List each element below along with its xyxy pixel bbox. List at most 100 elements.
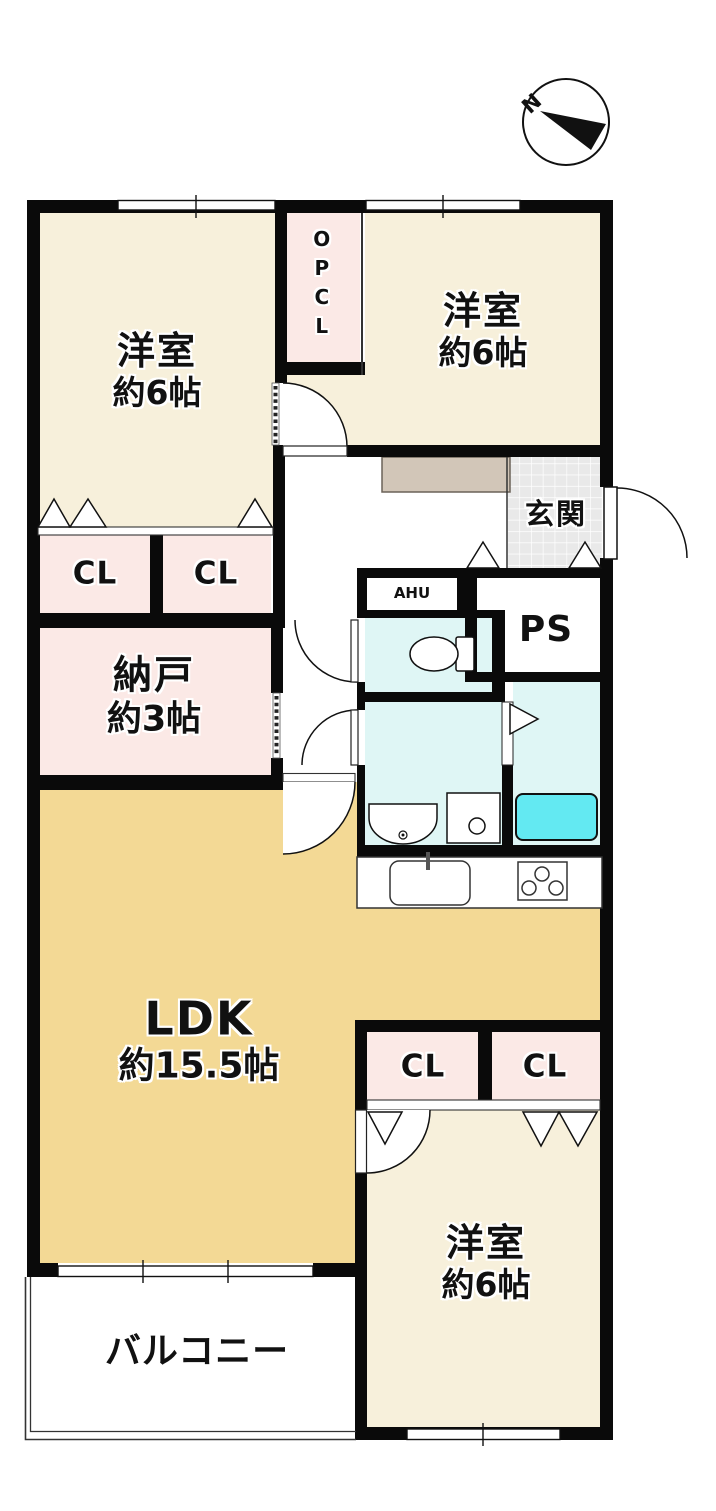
door-swing-area (283, 383, 347, 447)
storage-name: 納戸 (112, 653, 196, 699)
bedroom-se-name: 洋室 (445, 1221, 526, 1266)
fold-marker (366, 1111, 404, 1146)
wall-bedroom-se-west-upper (355, 1020, 367, 1110)
door-arrow-bath (509, 702, 540, 736)
label-ahu: AHU (393, 584, 431, 603)
door-leaf-toilet (350, 619, 359, 683)
wall-closet-nw-south (27, 613, 283, 628)
closet-track-nw (37, 526, 274, 536)
label-storage: 納戸 約3帖 (107, 653, 201, 740)
washbasin-drain-dot (401, 833, 405, 837)
room-bedroom-nw (40, 213, 275, 527)
fold-marker (465, 540, 501, 569)
bedroom-se-area: 約6帖 (441, 1264, 531, 1304)
wall-bedroom-ne-south (347, 445, 613, 457)
ldk-door-track (282, 772, 356, 783)
compass-needle-icon (540, 111, 606, 150)
door-arc-washroom (301, 709, 358, 766)
fold-marker (567, 540, 603, 569)
label-closet-nw-left: CL (72, 555, 118, 592)
wall-hall-east-b (357, 765, 365, 857)
wall-closet-nw-east (273, 445, 285, 628)
wall-ps-south (465, 672, 613, 682)
label-bedroom-nw: 洋室 約6帖 (113, 329, 202, 413)
closet-se-right (492, 1032, 600, 1100)
balcony-rail-outer (24, 1277, 356, 1441)
wall-ldk-south-left (27, 1263, 58, 1277)
door-arc-toilet (294, 619, 358, 683)
wall-right-lower (600, 558, 613, 1440)
door-swing-area (302, 710, 357, 765)
door-leaf-bedroom-ne (282, 445, 348, 457)
wall-right-upper (600, 213, 613, 487)
label-balcony: バルコニー (104, 1330, 290, 1372)
toilet-bowl-icon (409, 636, 459, 672)
fold-marker (557, 1111, 599, 1148)
label-entrance: 玄関 (524, 496, 588, 531)
room-bedroom-se (367, 1110, 600, 1427)
wall-storage-east-lower (271, 758, 283, 790)
bedroom-nw-name: 洋室 (116, 329, 197, 374)
label-closet-se-left: CL (400, 1048, 446, 1085)
label-bedroom-ne: 洋室 約6帖 (439, 289, 528, 373)
windows (57, 195, 561, 1446)
door-arc-ldk (282, 781, 356, 855)
door-arc-bedroom-se (366, 1109, 431, 1174)
wall-storage-south (27, 775, 283, 790)
stove-burner-icon (534, 866, 550, 882)
door-leaf-washroom (350, 709, 359, 766)
wall-sanitary-south (357, 845, 613, 857)
wall-hall-east-a (357, 682, 365, 710)
label-closet-nw-right: CL (193, 555, 239, 592)
label-pipe-space: PS (518, 608, 574, 650)
balcony-rail-inner (29, 1277, 356, 1433)
closet-se-left (367, 1032, 478, 1100)
window-ldk-south (57, 1265, 314, 1278)
ldk-area: 約15.5帖 (118, 1045, 280, 1087)
shoe-cabinet (381, 456, 511, 493)
label-closet-se-right: CL (522, 1048, 568, 1085)
bedroom-nw-area: 約6帖 (112, 372, 202, 412)
doors (271, 382, 688, 1174)
label-ldk: LDK 約15.5帖 (119, 992, 280, 1089)
wall-opcl-south (287, 362, 365, 375)
ldk-name: LDK (144, 991, 254, 1046)
fold-marker (36, 497, 72, 528)
stove-burner-icon (548, 880, 564, 896)
bedroom-ne-name: 洋室 (442, 289, 523, 334)
fold-marker (236, 497, 274, 528)
wall-closet-nw-divider (150, 535, 163, 613)
balcony-outline (24, 1277, 356, 1441)
fold-marker (521, 1111, 561, 1148)
wall-entrance-south (357, 568, 613, 578)
storage-area: 約3帖 (106, 699, 202, 740)
fixtures (356, 636, 603, 909)
wall-closet-se-divider (478, 1032, 492, 1100)
door-swing-area (295, 620, 357, 682)
wall-ldk-south-right (313, 1263, 367, 1277)
wall-top (27, 200, 613, 213)
walls (27, 200, 613, 1440)
door-leaf-front (603, 486, 618, 560)
wall-left (27, 200, 40, 1277)
closet-nw-left (40, 535, 150, 613)
label-opcl: OPCL (309, 227, 334, 343)
wall-bedroom-nw-east (275, 213, 287, 383)
door-leaf-bedroom-se (354, 1109, 368, 1174)
wall-toilet-east (492, 618, 505, 702)
room-bedroom-ne (287, 213, 600, 445)
room-storage (40, 628, 271, 775)
closet-tracks (37, 526, 601, 1111)
washbasin-icon (368, 803, 438, 845)
compass (522, 78, 610, 166)
ahu-box-interior (367, 578, 457, 610)
door-fold-markers (36, 497, 603, 1148)
closet-nw-right (163, 535, 271, 613)
wall-bedroom-se-west-lower (355, 1173, 367, 1440)
door-swing-area (283, 782, 355, 854)
fold-marker (68, 497, 108, 528)
wall-toilet-south (357, 692, 505, 702)
stove-burner-icon (521, 880, 537, 896)
